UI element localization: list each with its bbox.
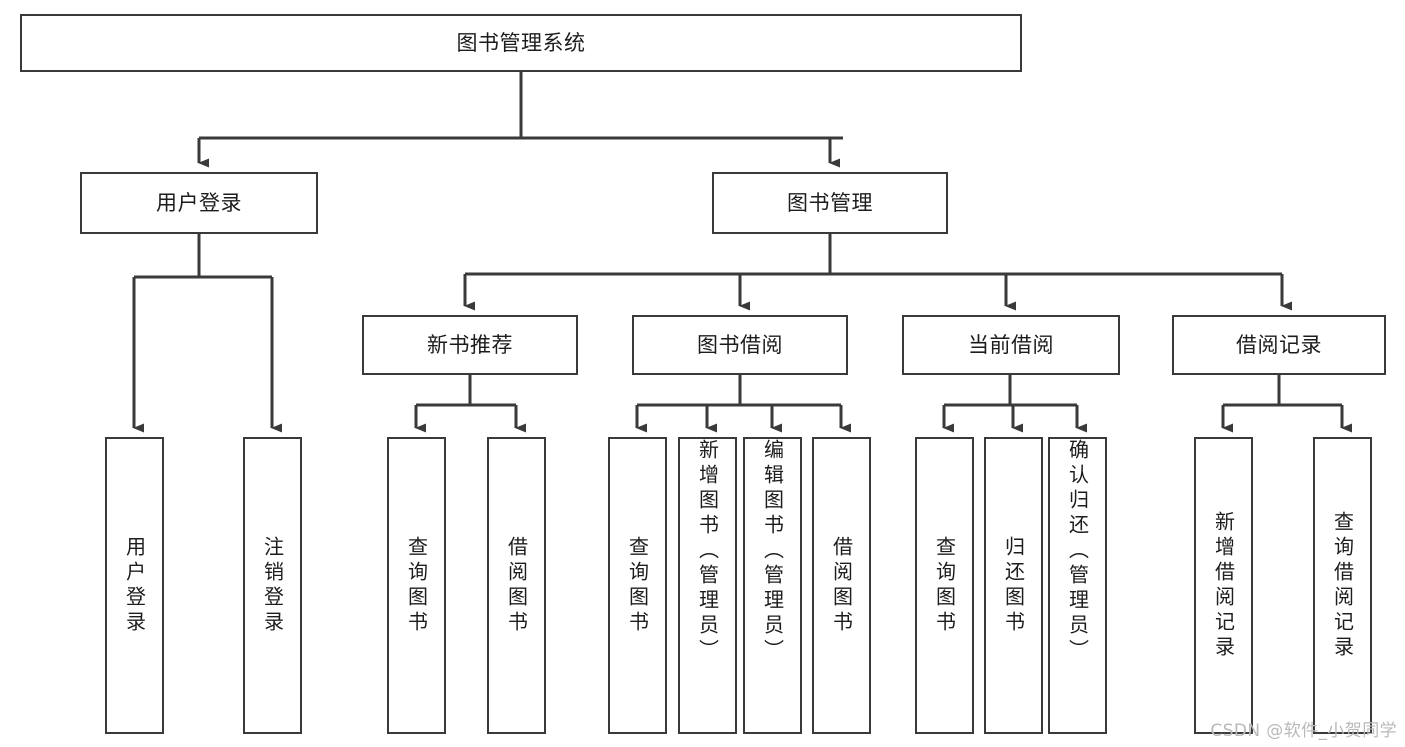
node-leaf-borrow-book[interactable]: 借阅图书 <box>812 437 871 734</box>
node-user-login[interactable]: 用户登录 <box>80 172 318 234</box>
node-current-borrow[interactable]: 当前借阅 <box>902 315 1120 375</box>
node-label: 借阅记录 <box>1236 332 1322 357</box>
node-label: 新增借阅记录 <box>1211 510 1236 661</box>
node-label: 归还图书 <box>1001 535 1026 636</box>
node-leaf-user-login[interactable]: 用户登录 <box>105 437 164 734</box>
node-label: 查询图书 <box>625 535 650 636</box>
node-root-system[interactable]: 图书管理系统 <box>20 14 1022 72</box>
node-leaf-query-book-recommend[interactable]: 查询图书 <box>387 437 446 734</box>
csdn-watermark: CSDN @软件_小贺同学 <box>1210 721 1397 741</box>
node-leaf-edit-book-admin[interactable]: 编辑图书（管理员） <box>743 437 802 734</box>
node-leaf-query-book-borrow[interactable]: 查询图书 <box>608 437 667 734</box>
node-label: 新增图书（管理员） <box>695 439 720 664</box>
node-label: 新书推荐 <box>427 332 513 357</box>
node-label: 查询借阅记录 <box>1330 510 1355 661</box>
node-book-management[interactable]: 图书管理 <box>712 172 948 234</box>
node-leaf-logout-login[interactable]: 注销登录 <box>243 437 302 734</box>
node-label: 图书管理 <box>787 190 873 215</box>
node-label: 查询图书 <box>404 535 429 636</box>
node-book-borrow[interactable]: 图书借阅 <box>632 315 848 375</box>
node-label: 借阅图书 <box>829 535 854 636</box>
node-label: 当前借阅 <box>968 332 1054 357</box>
node-label: 图书借阅 <box>697 332 783 357</box>
node-label: 查询图书 <box>932 535 957 636</box>
node-leaf-confirm-return-admin[interactable]: 确认归还（管理员） <box>1048 437 1107 734</box>
node-leaf-query-borrow-record[interactable]: 查询借阅记录 <box>1313 437 1372 734</box>
node-label: 用户登录 <box>156 190 242 215</box>
node-borrow-record[interactable]: 借阅记录 <box>1172 315 1386 375</box>
node-label: 用户登录 <box>122 535 147 636</box>
node-label: 注销登录 <box>260 535 285 636</box>
node-label: 借阅图书 <box>504 535 529 636</box>
node-leaf-add-book-admin[interactable]: 新增图书（管理员） <box>678 437 737 734</box>
node-leaf-query-book-current[interactable]: 查询图书 <box>915 437 974 734</box>
node-leaf-add-borrow-record[interactable]: 新增借阅记录 <box>1194 437 1253 734</box>
node-leaf-borrow-book-recommend[interactable]: 借阅图书 <box>487 437 546 734</box>
node-leaf-return-book[interactable]: 归还图书 <box>984 437 1043 734</box>
node-new-book-recommend[interactable]: 新书推荐 <box>362 315 578 375</box>
node-label: 图书管理系统 <box>456 30 586 55</box>
node-label: 编辑图书（管理员） <box>760 439 785 664</box>
node-label: 确认归还（管理员） <box>1065 439 1090 664</box>
